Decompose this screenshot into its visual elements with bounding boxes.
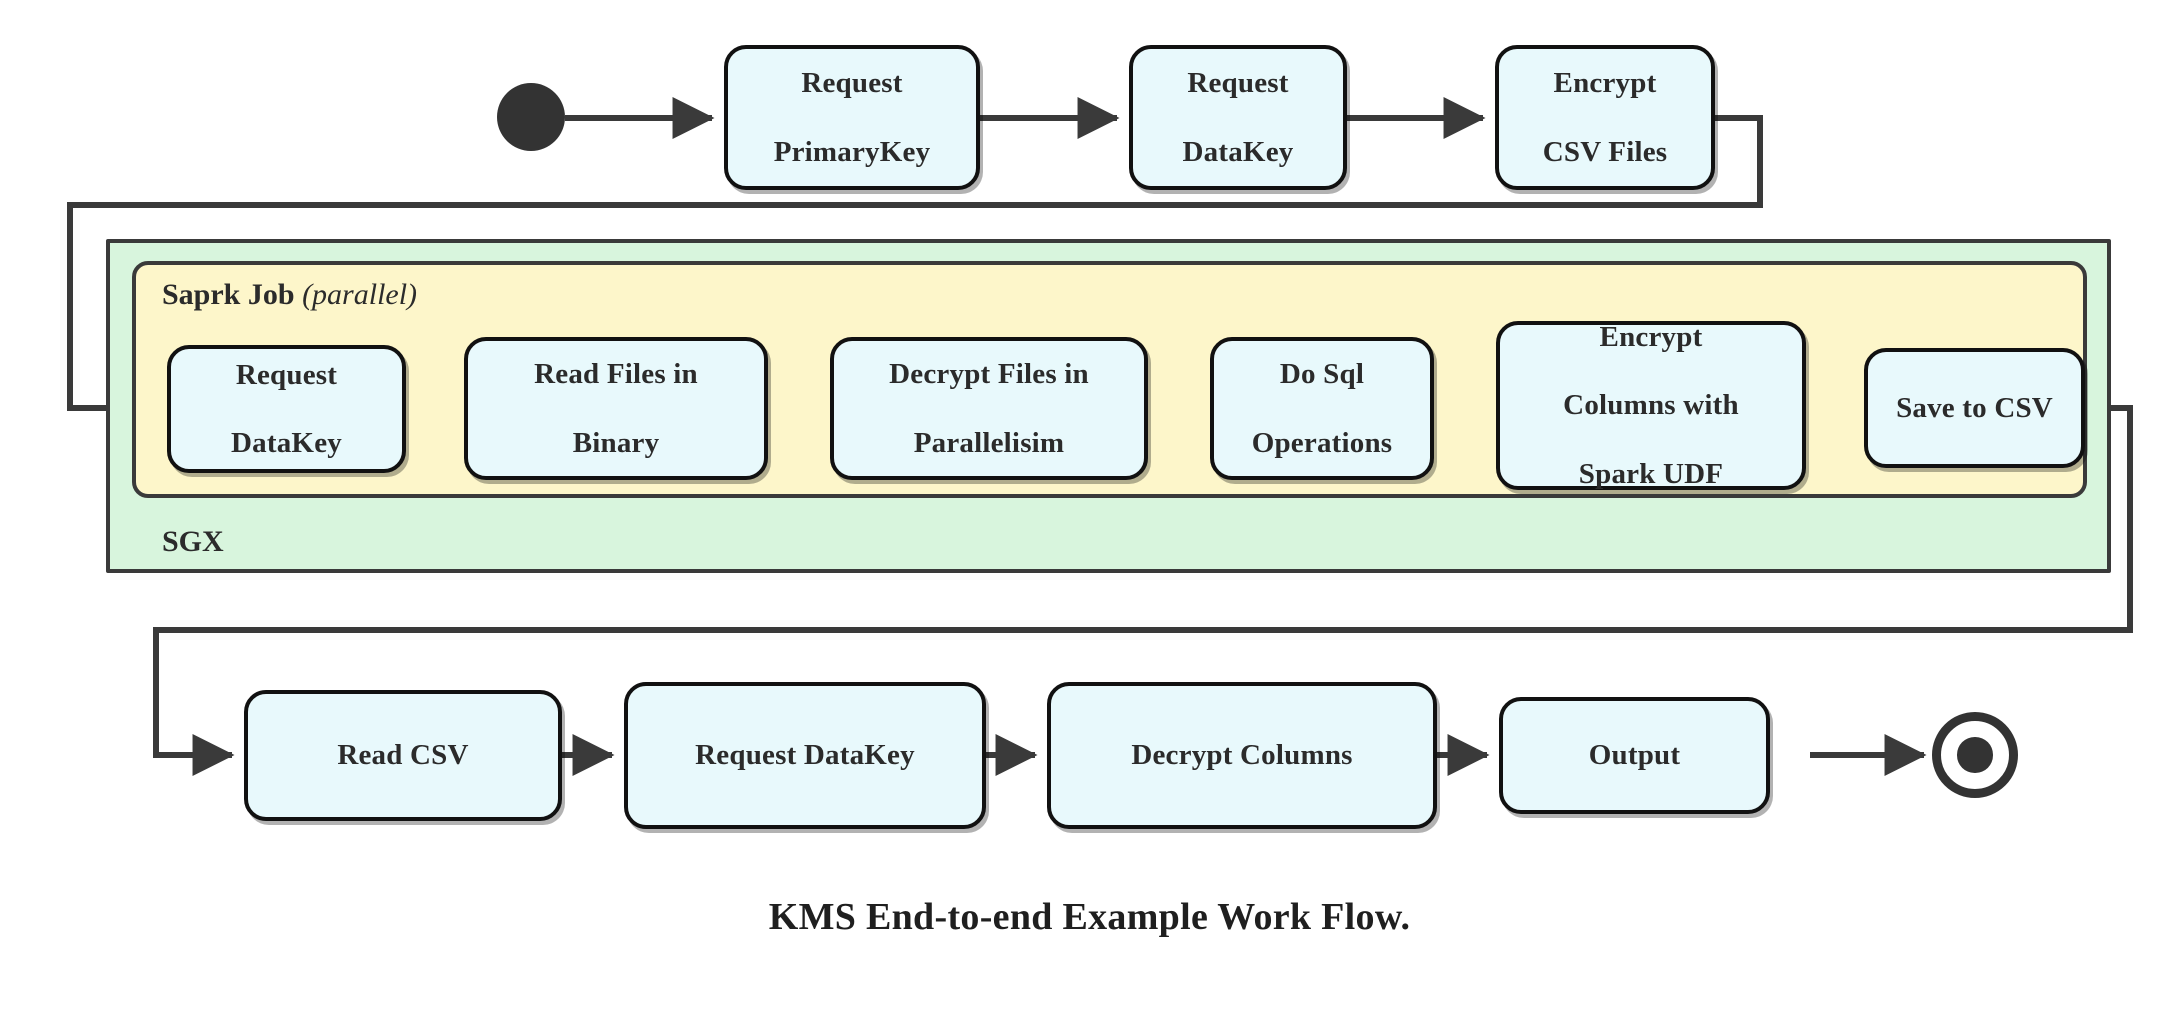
region-sgx-label: SGX xyxy=(162,525,224,559)
region-spark-job-label-text: Saprk Job xyxy=(162,278,295,311)
node-request-datakey-bottom[interactable]: Request DataKey xyxy=(624,682,986,829)
node-decrypt-columns[interactable]: Decrypt Columns xyxy=(1047,682,1437,829)
node-decrypt-columns-label: Decrypt Columns xyxy=(1131,739,1353,772)
diagram-caption: KMS End-to-end Example Work Flow. xyxy=(0,895,2179,939)
node-request-datakey-bottom-label: Request DataKey xyxy=(695,739,915,772)
end-marker-icon xyxy=(1932,712,2018,798)
node-save-to-csv-label: Save to CSV xyxy=(1896,391,2053,424)
diagram-caption-text: KMS End-to-end Example Work Flow. xyxy=(768,896,1411,938)
region-sgx-label-text: SGX xyxy=(162,525,224,558)
region-spark-job-label: Saprk Job (parallel) xyxy=(162,278,417,312)
region-spark-job-label-suffix: (parallel) xyxy=(302,278,418,311)
node-save-to-csv[interactable]: Save to CSV xyxy=(1864,348,2085,468)
start-marker-icon xyxy=(497,83,565,151)
node-output-label: Output xyxy=(1588,739,1681,772)
node-read-csv-label: Read CSV xyxy=(337,739,469,772)
node-read-csv[interactable]: Read CSV xyxy=(244,690,562,821)
node-output[interactable]: Output xyxy=(1499,697,1770,814)
end-marker-inner-dot xyxy=(1957,737,1993,773)
